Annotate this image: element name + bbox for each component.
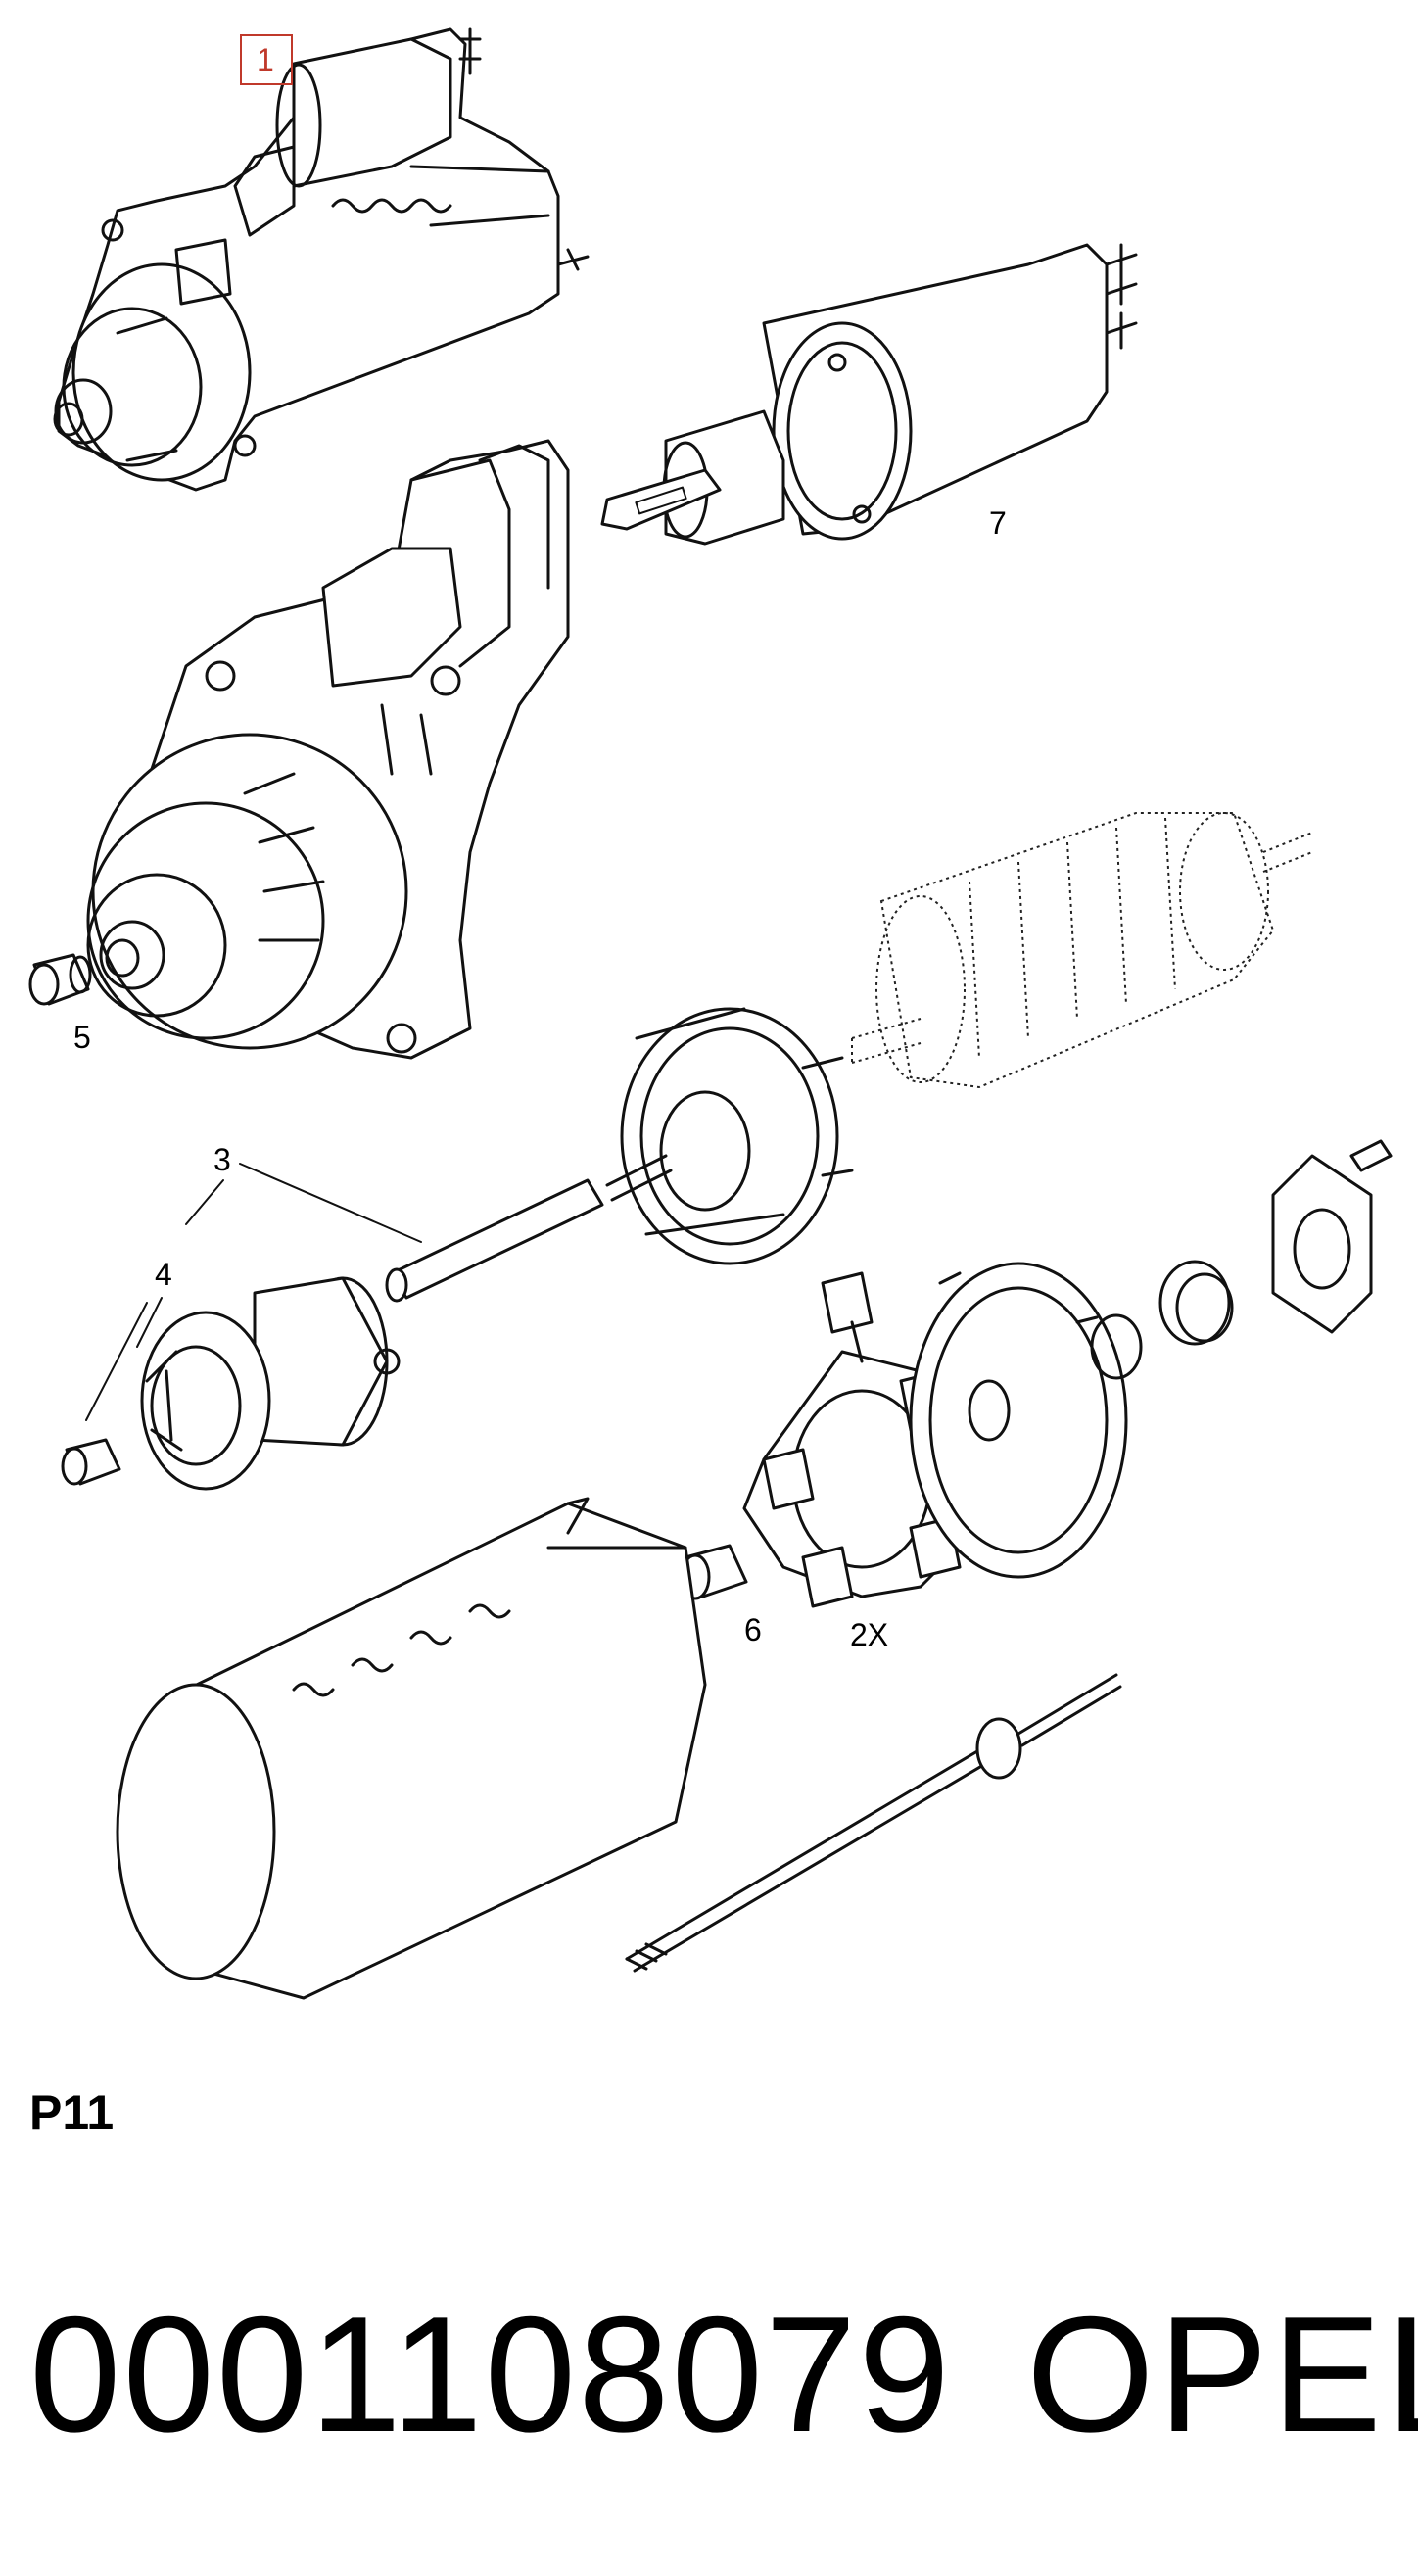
brand-name: OPEL bbox=[1026, 2282, 1418, 2466]
leader-3 bbox=[185, 1163, 422, 1243]
through-bolt[interactable] bbox=[625, 1673, 1122, 1973]
part-number: 0001108079 bbox=[29, 2282, 952, 2466]
leader-4 bbox=[85, 1297, 163, 1421]
drive-shaft-part-3[interactable] bbox=[385, 1007, 854, 1303]
yoke-housing-cylinder[interactable] bbox=[116, 1497, 707, 2000]
callout-4: 4 bbox=[155, 1257, 172, 1292]
end-cap[interactable] bbox=[1271, 1139, 1393, 1334]
commutator-end-cover[interactable] bbox=[909, 1262, 1128, 1579]
callout-3: 3 bbox=[213, 1142, 231, 1177]
bushing-part-5[interactable] bbox=[28, 953, 92, 1006]
callout-6: 6 bbox=[744, 1612, 762, 1647]
pinion-bushing[interactable] bbox=[61, 1438, 121, 1486]
callout-1: 1 bbox=[257, 42, 274, 77]
starter-motor-exploded-view: 1 7 5 bbox=[28, 27, 1393, 2000]
callout-2x: 2X bbox=[850, 1617, 888, 1652]
solenoid-switch[interactable] bbox=[600, 243, 1138, 546]
armature-dotted bbox=[851, 812, 1313, 1089]
pinion-clutch-part-4[interactable] bbox=[140, 1276, 401, 1491]
callout-7: 7 bbox=[989, 505, 1007, 541]
part-1-highlight-box bbox=[240, 34, 293, 85]
drive-end-housing[interactable] bbox=[86, 439, 570, 1060]
callout-5: 5 bbox=[73, 1020, 91, 1055]
page-code: P11 bbox=[29, 2085, 115, 2140]
complete-starter-motor[interactable] bbox=[53, 27, 590, 492]
spring-washer[interactable] bbox=[1090, 1260, 1234, 1380]
